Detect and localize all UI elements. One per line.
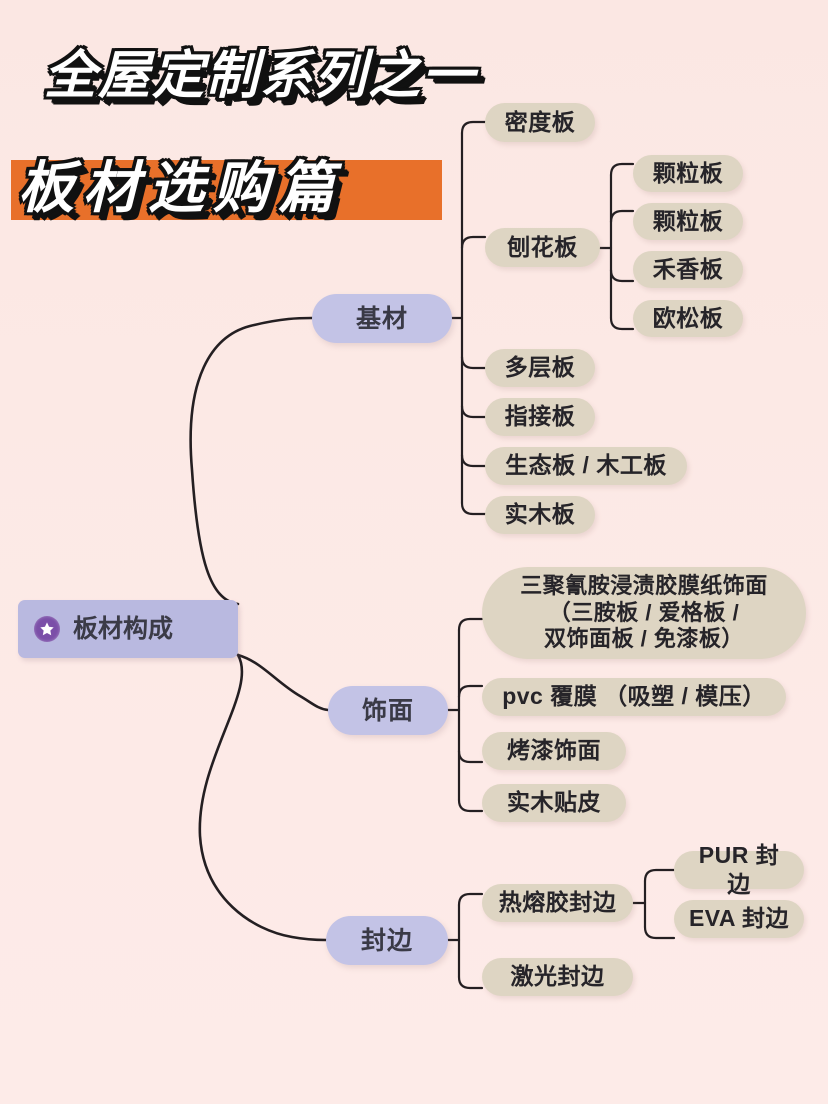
leaf-node-lacquer[interactable]: 烤漆饰面 xyxy=(482,732,626,770)
leaf-label: 刨花板 xyxy=(507,233,578,260)
root-node-label: 板材构成 xyxy=(73,615,174,643)
branch-node-edge-banding[interactable]: 封边 xyxy=(326,916,448,965)
root-node-board-composition[interactable]: 板材构成 xyxy=(18,600,238,658)
leaf-node-pur[interactable]: PUR 封边 xyxy=(674,842,804,897)
leaf-node-veneer[interactable]: 实木贴皮 xyxy=(482,784,626,822)
leaf-node-mdf[interactable]: 密度板 xyxy=(485,103,595,142)
branch-label: 饰面 xyxy=(361,696,414,725)
branch-label: 基材 xyxy=(355,304,408,333)
title-banner xyxy=(11,160,442,220)
leaf-node-eva[interactable]: EVA 封边 xyxy=(674,900,804,938)
leaf-label: EVA 封边 xyxy=(688,905,790,932)
leaf-label: 实木板 xyxy=(504,501,576,528)
leaf-label: PUR 封边 xyxy=(698,841,780,897)
leaf-node-straw-board[interactable]: 禾香板 xyxy=(633,251,743,288)
leaf-label: 实木贴皮 xyxy=(507,789,601,816)
leaf-label: 激光封边 xyxy=(510,963,605,990)
leaf-label: pvc 覆膜 （吸塑 / 模压） xyxy=(502,683,766,710)
leaf-label: 热熔胶封边 xyxy=(498,889,617,916)
leaf-label: 生态板 / 木工板 xyxy=(505,452,667,479)
leaf-label: 颗粒板 xyxy=(652,159,724,186)
leaf-node-eco-board[interactable]: 生态板 / 木工板 xyxy=(485,447,687,485)
page-title-line-2: 板材选购篇 xyxy=(18,156,343,219)
leaf-node-pvc[interactable]: pvc 覆膜 （吸塑 / 模压） xyxy=(482,678,786,716)
leaf-label: 指接板 xyxy=(504,403,576,430)
star-icon xyxy=(34,616,60,642)
leaf-label: 颗粒板 xyxy=(652,207,724,234)
leaf-node-hotmelt[interactable]: 热熔胶封边 xyxy=(482,884,633,922)
page-title-line-1: 全屋定制系列之一 xyxy=(44,47,477,105)
header: 全屋定制系列之一 板材选购篇 xyxy=(0,0,520,230)
leaf-node-particle-2[interactable]: 颗粒板 xyxy=(633,203,743,240)
leaf-label: 密度板 xyxy=(504,108,576,135)
leaf-node-particle-board[interactable]: 刨花板 xyxy=(485,228,600,267)
branch-node-base-material[interactable]: 基材 xyxy=(312,294,452,343)
leaf-node-plywood[interactable]: 多层板 xyxy=(485,349,595,387)
leaf-node-melamine[interactable]: 三聚氰胺浸渍胶膜纸饰面 （三胺板 / 爱格板 / 双饰面板 / 免漆板） xyxy=(482,567,806,659)
leaf-label: 烤漆饰面 xyxy=(507,737,601,764)
leaf-label: 欧松板 xyxy=(652,304,724,331)
leaf-label: 多层板 xyxy=(504,354,576,381)
branch-label: 封边 xyxy=(360,926,413,955)
leaf-node-solid-wood[interactable]: 实木板 xyxy=(485,496,595,534)
leaf-node-finger-joint[interactable]: 指接板 xyxy=(485,398,595,436)
leaf-label: 三聚氰胺浸渍胶膜纸饰面 （三胺板 / 爱格板 / 双饰面板 / 免漆板） xyxy=(520,572,768,652)
branch-node-surface[interactable]: 饰面 xyxy=(328,686,448,735)
leaf-node-laser[interactable]: 激光封边 xyxy=(482,958,633,996)
leaf-node-osb[interactable]: 欧松板 xyxy=(633,300,743,337)
leaf-label: 禾香板 xyxy=(652,255,724,282)
leaf-node-particle-1[interactable]: 颗粒板 xyxy=(633,155,743,192)
